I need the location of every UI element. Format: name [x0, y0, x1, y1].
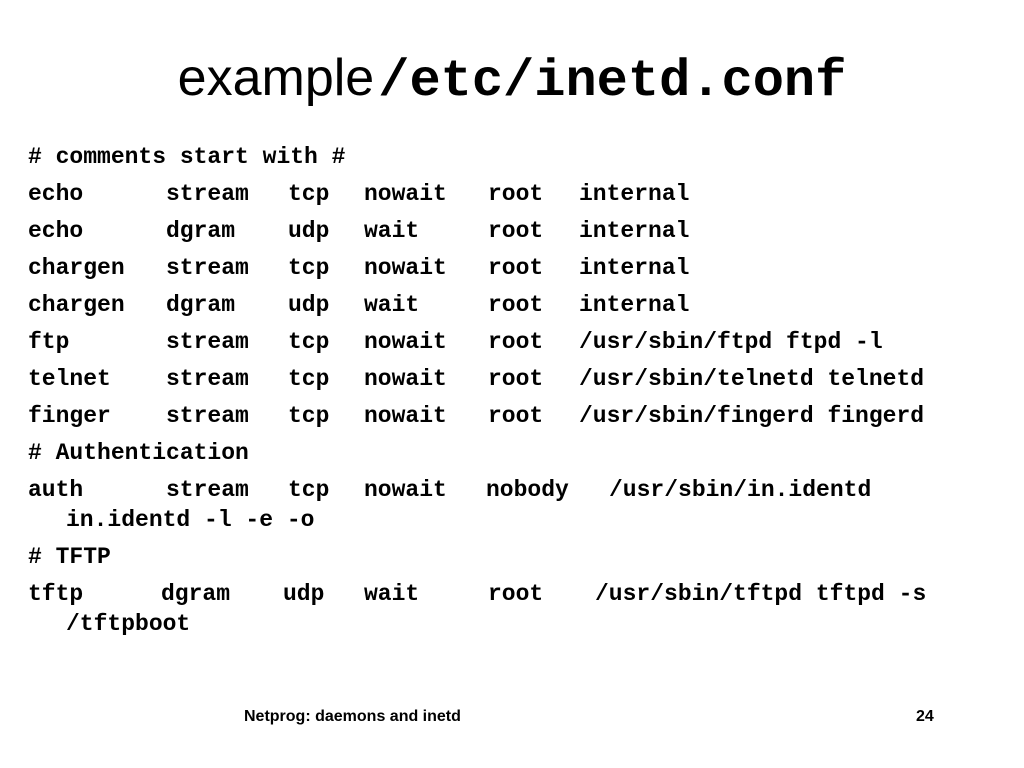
comment-line: # Authentication — [28, 435, 1008, 472]
server-program: /usr/sbin/telnetd telnetd — [579, 366, 925, 392]
socket-type: stream — [166, 403, 249, 429]
service-name: echo — [28, 181, 84, 207]
socket-type: dgram — [161, 581, 231, 607]
comment-line: # TFTP — [28, 539, 1008, 576]
wait-flag: wait — [364, 581, 420, 607]
service-name: chargen — [28, 292, 125, 318]
service-name: ftp — [28, 329, 70, 355]
user: root — [488, 218, 544, 244]
protocol: udp — [288, 218, 330, 244]
server-program: /usr/sbin/fingerd fingerd — [579, 403, 925, 429]
service-name: tftp — [28, 581, 84, 607]
wait-flag: nowait — [364, 477, 447, 503]
title-word: example — [177, 49, 375, 107]
service-name: chargen — [28, 255, 125, 281]
socket-type: stream — [166, 181, 249, 207]
socket-type: stream — [166, 477, 249, 503]
socket-type: stream — [166, 255, 249, 281]
wait-flag: nowait — [364, 255, 447, 281]
socket-type: dgram — [166, 218, 236, 244]
page-number: 24 — [916, 708, 934, 725]
config-entry-row: echo dgram udp wait root internal — [28, 213, 1008, 250]
socket-type: stream — [166, 366, 249, 392]
user: root — [488, 366, 544, 392]
config-entry-row: echo stream tcp nowait root internal — [28, 176, 1008, 213]
comment-text: # Authentication — [28, 440, 249, 466]
wait-flag: nowait — [364, 181, 447, 207]
config-entry-row: telnet stream tcp nowait root /usr/sbin/… — [28, 361, 1008, 398]
server-program: internal — [579, 218, 690, 244]
server-program: /usr/sbin/tftpd tftpd -s — [595, 581, 927, 607]
protocol: tcp — [288, 181, 330, 207]
service-name: finger — [28, 403, 111, 429]
protocol: tcp — [288, 477, 330, 503]
config-entry-row: chargen dgram udp wait root internal — [28, 287, 1008, 324]
server-program: internal — [579, 255, 690, 281]
config-entry-row: ftp stream tcp nowait root /usr/sbin/ftp… — [28, 324, 1008, 361]
slide-title: example /etc/inetd.conf — [0, 42, 1024, 127]
wait-flag: wait — [364, 292, 420, 318]
comment-line: # comments start with # — [28, 139, 1008, 176]
socket-type: dgram — [166, 292, 236, 318]
title-file-path: /etc/inetd.conf — [378, 52, 847, 111]
config-entry-row: chargen stream tcp nowait root internal — [28, 250, 1008, 287]
user: root — [488, 181, 544, 207]
wait-flag: nowait — [364, 366, 447, 392]
user: root — [488, 329, 544, 355]
protocol: tcp — [288, 366, 330, 392]
user: nobody — [486, 477, 569, 503]
protocol: udp — [288, 292, 330, 318]
config-file-listing: # comments start with # echo stream tcp … — [28, 139, 1008, 643]
user: root — [488, 292, 544, 318]
wait-flag: nowait — [364, 403, 447, 429]
wait-flag: wait — [364, 218, 420, 244]
server-program: internal — [579, 181, 690, 207]
protocol: udp — [283, 581, 325, 607]
server-program: /usr/sbin/in.identd — [609, 477, 872, 503]
user: root — [488, 255, 544, 281]
config-entry-row: auth stream tcp nowait nobody /usr/sbin/… — [28, 472, 1008, 539]
user: root — [488, 581, 544, 607]
comment-text: # comments start with # — [28, 144, 346, 170]
protocol: tcp — [288, 403, 330, 429]
service-name: telnet — [28, 366, 111, 392]
service-name: auth — [28, 477, 84, 503]
server-program: /usr/sbin/ftpd ftpd -l — [579, 329, 883, 355]
wait-flag: nowait — [364, 329, 447, 355]
comment-text: # TFTP — [28, 544, 111, 570]
footer-title: Netprog: daemons and inetd — [244, 708, 461, 725]
server-arguments-continuation: /tftpboot — [66, 611, 191, 637]
protocol: tcp — [288, 329, 330, 355]
server-program: internal — [579, 292, 690, 318]
user: root — [488, 403, 544, 429]
socket-type: stream — [166, 329, 249, 355]
config-entry-row: finger stream tcp nowait root /usr/sbin/… — [28, 398, 1008, 435]
server-arguments-continuation: in.identd -l -e -o — [66, 507, 315, 533]
protocol: tcp — [288, 255, 330, 281]
config-entry-row: tftp dgram udp wait root /usr/sbin/tftpd… — [28, 576, 1008, 643]
service-name: echo — [28, 218, 84, 244]
